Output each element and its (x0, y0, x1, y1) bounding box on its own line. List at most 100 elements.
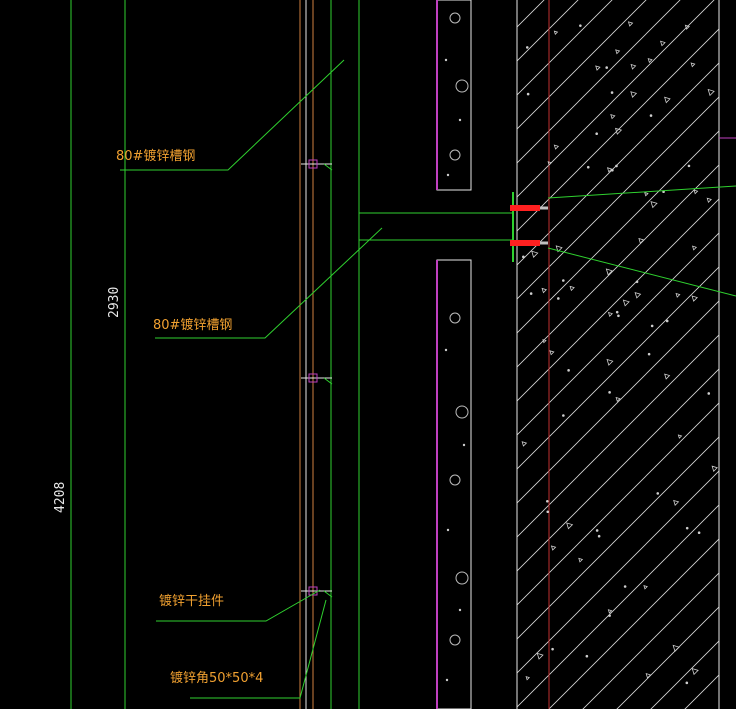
hanger-clip-icon-2 (301, 373, 333, 385)
label-channel-steel-top: 80#镀锌槽钢 (116, 148, 195, 164)
aggregate-triangle (536, 652, 544, 660)
aggregate-dot (687, 164, 691, 168)
aggregate-triangle (684, 24, 690, 30)
leader-channel-mid (155, 227, 383, 339)
aggregate-dot (685, 526, 689, 530)
aggregate-dot (685, 681, 689, 685)
aggregate-triangle (550, 545, 557, 551)
aggregate-dot (649, 114, 653, 117)
aggregate-dot (697, 531, 701, 535)
aggregate-triangle (622, 299, 630, 307)
aggregate-triangle (677, 434, 683, 439)
concrete-wall (516, 0, 736, 709)
aggregate-triangle (630, 91, 638, 98)
aggregate-triangle (650, 200, 658, 209)
aggregate-triangle (638, 237, 645, 244)
aggregate-dot (551, 647, 554, 651)
aggregate-triangle (706, 197, 712, 203)
aggregate-dot (562, 414, 565, 417)
label-hanger: 镀锌干挂件 (159, 593, 224, 609)
aggregate-dot (526, 92, 530, 96)
aggregate-triangle (521, 441, 528, 447)
aggregate-dot (611, 168, 614, 172)
aggregate-triangle (675, 292, 681, 298)
aggregate-triangle (659, 40, 666, 47)
aggregate-triangle (615, 396, 621, 403)
aggregate-triangle (634, 291, 642, 299)
aggregate-triangle (547, 161, 553, 166)
aggregate-triangle (647, 58, 653, 64)
aggregate-triangle (643, 585, 648, 590)
aggregate-dot (665, 319, 669, 323)
leader-channel-top (120, 59, 345, 171)
aggregate-triangle (691, 295, 698, 302)
aggregate-triangle (693, 189, 699, 195)
aggregate-dot (635, 280, 639, 284)
aggregate-triangle (614, 127, 623, 135)
label-channel-steel-mid: 80#镀锌槽钢 (153, 317, 232, 333)
aggregate-dot (608, 614, 611, 617)
aggregate-triangle (541, 287, 548, 294)
aggregate-dot (557, 297, 560, 300)
aggregate-triangle (549, 350, 555, 356)
stone-panel-lines (299, 0, 314, 709)
aggregate-triangle (664, 373, 671, 380)
aggregate-triangle (595, 65, 601, 71)
aggregate-dot (597, 534, 601, 538)
aggregate-triangle (707, 88, 715, 97)
label-angle-steel: 镀锌角50*50*4 (170, 670, 263, 686)
aggregate-triangle (553, 30, 559, 36)
aggregate-triangle (607, 609, 613, 614)
aggregate-dot (617, 314, 620, 318)
aggregate-dot (562, 279, 565, 282)
hollow-block-lower (436, 259, 472, 709)
aggregate-dot (586, 165, 590, 169)
aggregate-triangle (566, 522, 574, 530)
hanger-clip-icon-1 (301, 159, 333, 171)
aggregate-dot (522, 255, 525, 259)
aggregate-triangle (578, 557, 584, 563)
aggregate-triangle (673, 499, 680, 506)
aggregate-triangle (542, 339, 547, 344)
aggregate-triangle (605, 268, 613, 276)
aggregate-dot (656, 492, 660, 495)
aggregate-dot (615, 310, 619, 314)
aggregate-dot (546, 499, 549, 503)
aggregate-triangle (672, 644, 680, 653)
aggregate-dot (595, 529, 599, 532)
aggregate-dot (585, 654, 589, 658)
aggregate-dot (525, 46, 529, 49)
aggregate-triangle (711, 465, 718, 472)
aggregate-triangle (555, 245, 563, 253)
horizontal-channel-steel (359, 212, 512, 241)
anchor-bolt-icon-lower (510, 240, 548, 246)
aggregate-dot (707, 392, 711, 395)
aggregate-triangle (569, 285, 575, 292)
aggregate-dot (595, 132, 598, 136)
aggregate-triangle (630, 63, 637, 70)
aggregate-dot (605, 66, 608, 69)
dimension-text-4208: 4208 (53, 482, 68, 513)
hollow-block-upper (436, 0, 472, 191)
aggregate-triangle (553, 144, 560, 150)
aggregate-triangle (644, 191, 649, 197)
anchor-bolt-icon-upper (510, 205, 548, 211)
right-leader-lines (547, 185, 736, 297)
aggregate-triangle (627, 21, 634, 27)
aggregate-triangle (531, 250, 539, 258)
aggregate-dot (529, 292, 533, 295)
aggregate-dot (650, 324, 654, 328)
aggregate-dot (615, 164, 618, 168)
dimension-text-2930: 2930 (107, 287, 122, 318)
leader-angle (190, 599, 327, 699)
aggregate-dot (546, 510, 550, 514)
aggregate-dot (610, 91, 614, 94)
aggregate-triangle (691, 667, 699, 676)
aggregate-dot (647, 352, 651, 356)
leader-hanger (156, 589, 321, 622)
aggregate-dot (623, 585, 627, 588)
aggregate-triangle (615, 49, 621, 55)
aggregate-triangle (645, 673, 652, 679)
